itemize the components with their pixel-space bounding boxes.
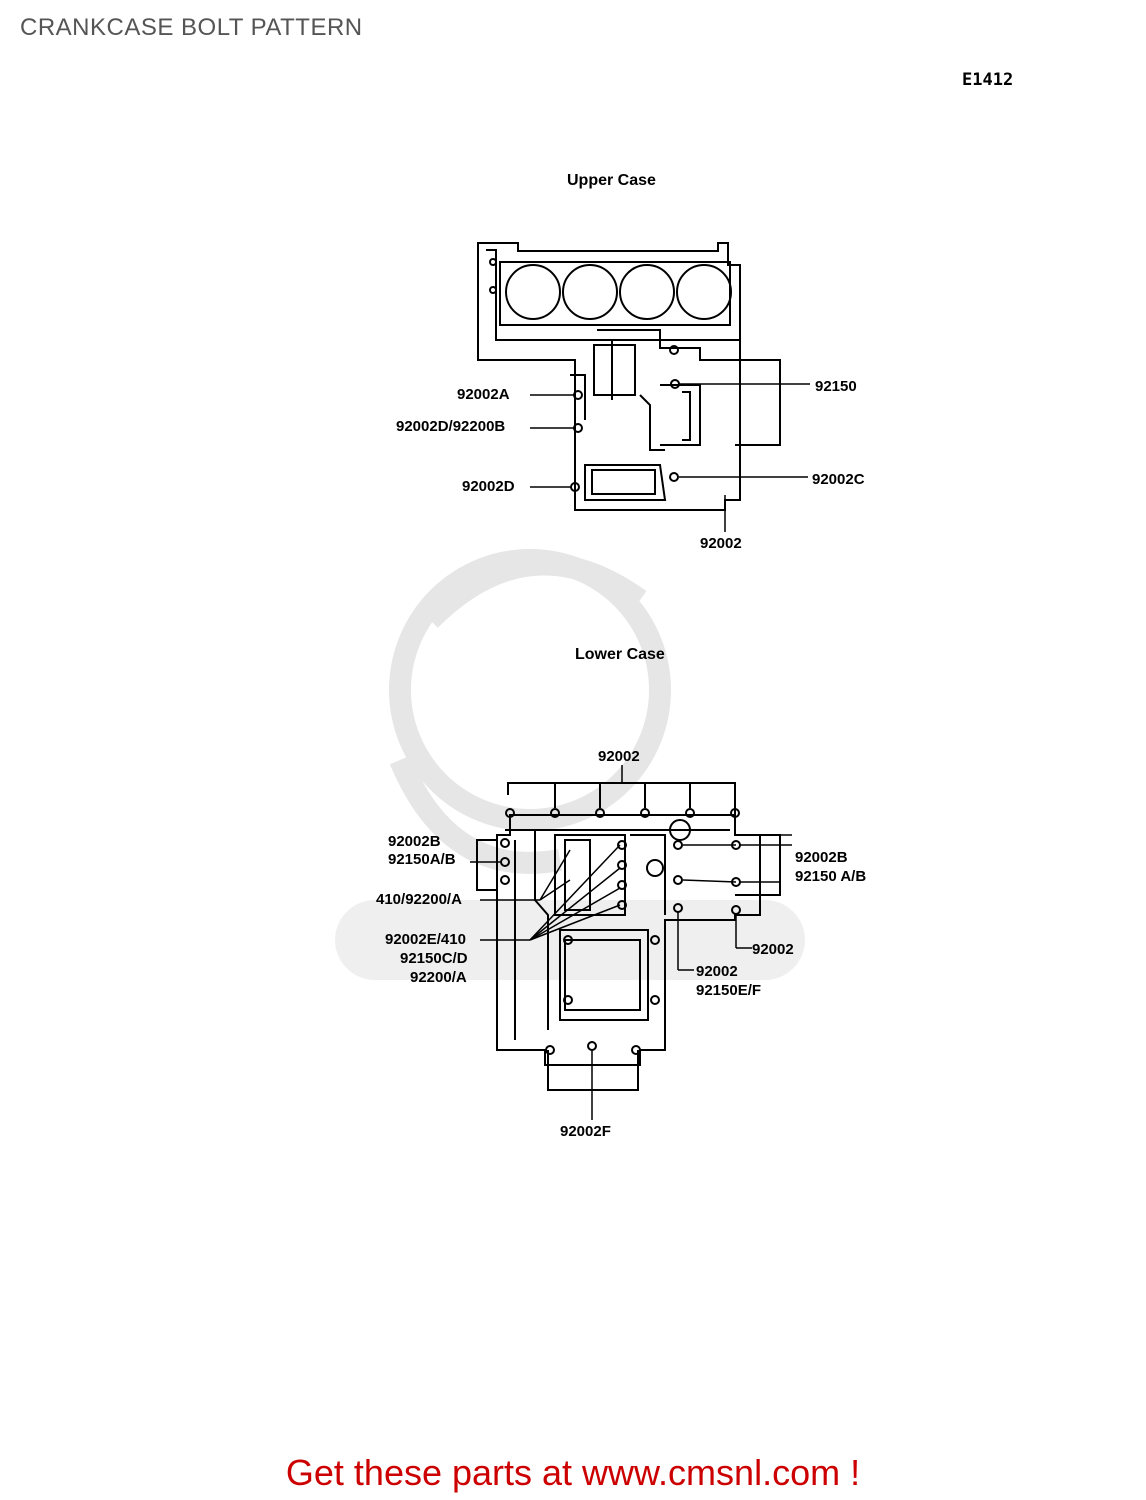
label-lower-top-92002: 92002 [598, 748, 640, 765]
upper-case-title: Upper Case [567, 172, 656, 189]
label-410-92200a: 410/92200/A [376, 891, 462, 908]
upper-leaders [530, 383, 810, 532]
label-92150ab-left: 92150A/B [388, 851, 456, 868]
lower-case-drawing [476, 782, 781, 1091]
page-title: CRANKCASE BOLT PATTERN [20, 14, 363, 41]
label-92002f: 92002F [560, 1123, 611, 1140]
label-92002a: 92002A [457, 386, 510, 403]
upper-case-drawing [477, 242, 781, 511]
lower-case-title: Lower Case [575, 646, 665, 663]
figure-id: E1412 [962, 70, 1014, 90]
label-lower-right-92002: 92002 [752, 941, 794, 958]
label-upper-92002: 92002 [700, 535, 742, 552]
label-92002b-right: 92002B [795, 849, 848, 866]
label-92002-ef: 92002 [696, 963, 738, 980]
label-92002c: 92002C [812, 471, 865, 488]
label-92150cd: 92150C/D [400, 950, 468, 967]
lower-leaders [470, 765, 792, 1120]
label-92002b-left: 92002B [388, 833, 441, 850]
label-92002d-92200b: 92002D/92200B [396, 418, 506, 435]
footer-link[interactable]: Get these parts at www.cmsnl.com ! [285, 1452, 861, 1493]
upper-bolts [489, 258, 680, 492]
label-92200a: 92200/A [410, 969, 467, 986]
label-92150ab-right: 92150 A/B [795, 868, 867, 885]
label-92002e-410: 92002E/410 [385, 931, 466, 948]
label-92150: 92150 [815, 378, 857, 395]
label-92002d: 92002D [462, 478, 515, 495]
label-92150ef: 92150E/F [696, 982, 762, 999]
